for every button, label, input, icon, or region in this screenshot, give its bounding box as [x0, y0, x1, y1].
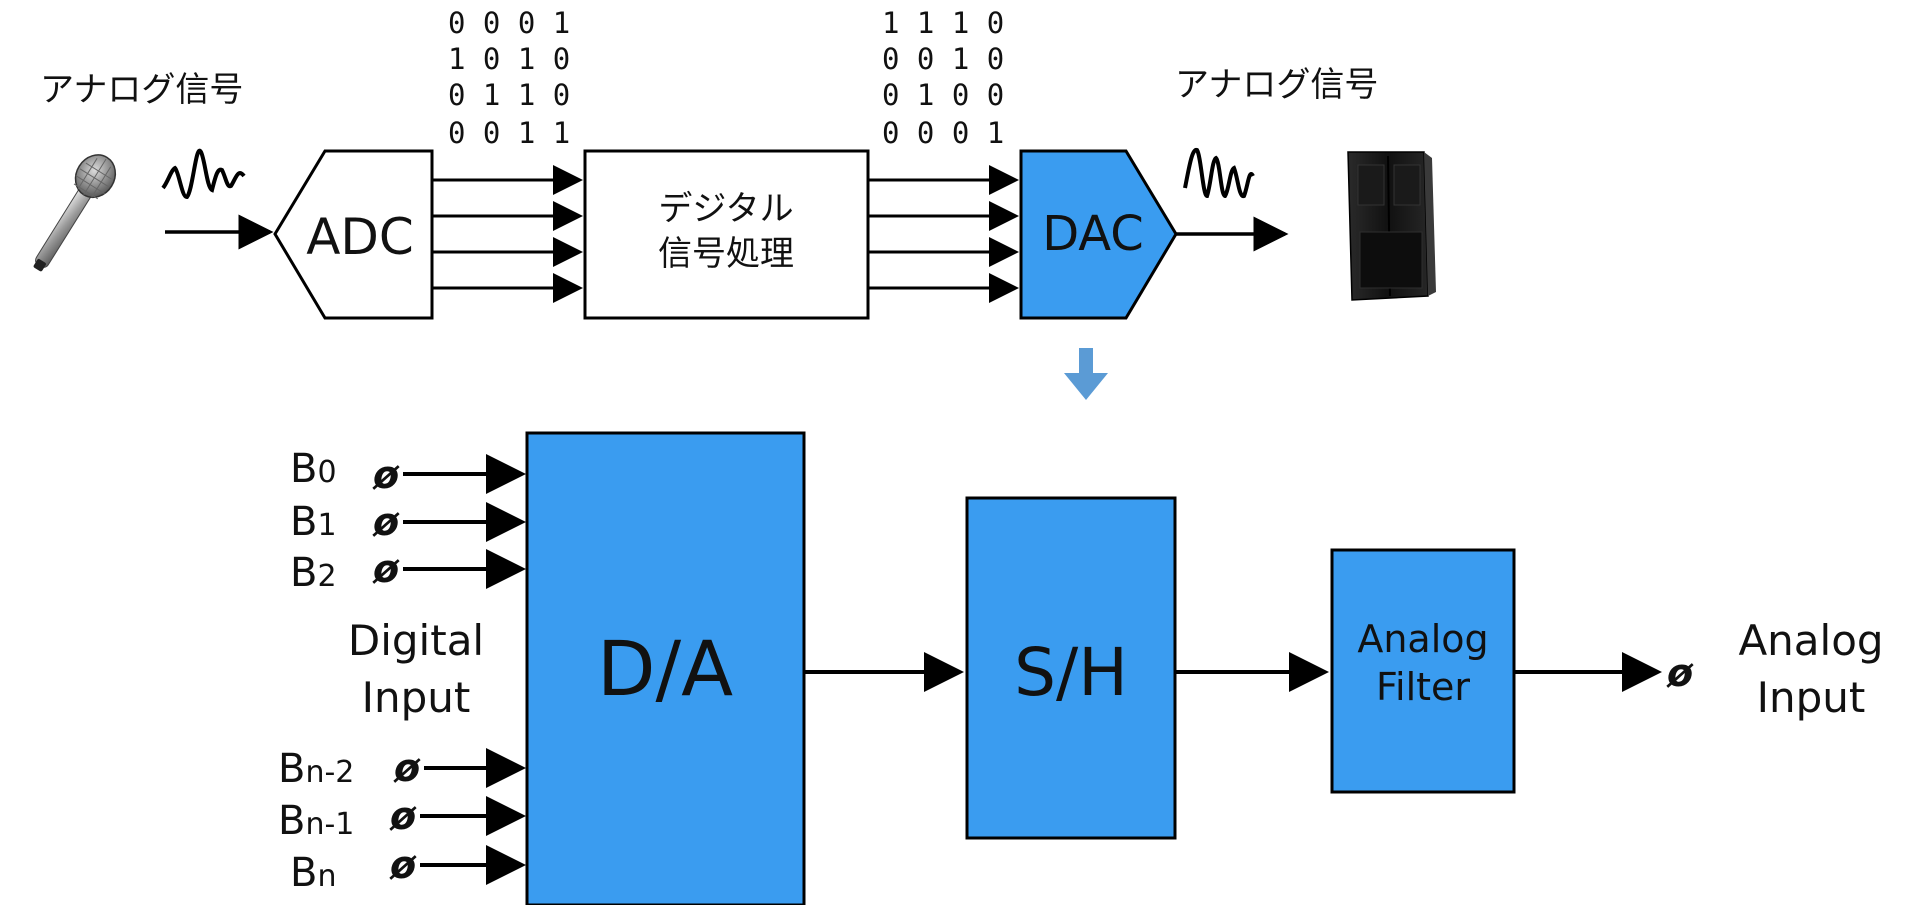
dsp-to-dac-bus	[868, 165, 1019, 303]
digital-input-caption-line2: Input	[362, 673, 471, 722]
bit-label: B2	[290, 550, 337, 596]
bit-label: Bn-2	[278, 746, 354, 792]
bit-input-bn-2: Bn-2 ø	[278, 746, 526, 792]
adc-bits-row: 0 0 1 1	[448, 116, 570, 150]
bit-label: B1	[290, 499, 337, 545]
dsp-bits-row: 0 1 0 0	[882, 78, 1004, 112]
bit-label: Bn-1	[278, 798, 354, 844]
filter-label-line1: Analog	[1357, 617, 1488, 661]
dac-detail: B0 ø B1 ø B2 ø Digital Input Bn-2	[278, 431, 1884, 905]
dsp-bits-row: 0 0 1 0	[882, 42, 1004, 76]
analog-output-waveform	[1183, 148, 1255, 199]
terminal-symbol: ø	[389, 794, 417, 838]
dac-block: DAC	[1019, 149, 1178, 320]
dsp-bits-row: 0 0 0 1	[882, 116, 1004, 150]
dsp-block: デジタル 信号処理	[583, 149, 870, 320]
bit-label: B0	[290, 446, 337, 492]
terminal-symbol: ø	[372, 500, 400, 544]
analog-input-waveform	[161, 148, 246, 199]
analog-output-label: アナログ信号	[1175, 65, 1378, 105]
dsp-output-bits: 1 1 1 0 0 0 1 0 0 1 0 0 0 0 0 1	[882, 6, 1004, 150]
filter-label-line2: Filter	[1376, 665, 1470, 709]
analog-output-caption-line2: Input	[1757, 673, 1866, 722]
bit-input-bn-1: Bn-1 ø	[278, 794, 526, 844]
terminal-symbol: ø	[372, 453, 400, 497]
sh-label: S/H	[1014, 634, 1128, 711]
top-chain: アナログ信号 ADC 0 0 0 1 1 0 1 0 0 1 1 0 0 0 1…	[33, 6, 1436, 400]
bit-label: Bn	[290, 850, 336, 896]
terminal-symbol: ø	[372, 547, 400, 591]
analog-filter-block: Analog Filter	[1330, 548, 1516, 794]
bit-input-b1: B1 ø	[290, 499, 526, 545]
adc-to-dsp-bus	[432, 165, 583, 303]
bit-input-b2: B2 ø	[290, 547, 526, 596]
terminal-symbol: ø	[389, 843, 417, 887]
microphone-icon	[33, 154, 117, 272]
da-block: D/A	[525, 431, 806, 905]
adc-output-bits: 0 0 0 1 1 0 1 0 0 1 1 0 0 0 1 1	[448, 6, 570, 150]
output-terminal-symbol: ø	[1666, 651, 1694, 695]
analog-input-label: アナログ信号	[40, 70, 243, 110]
adc-label: ADC	[306, 208, 414, 266]
terminal-symbol: ø	[393, 746, 421, 790]
dsp-label-line2: 信号処理	[658, 234, 794, 274]
analog-output-caption-line1: Analog	[1738, 616, 1883, 665]
sh-block: S/H	[965, 496, 1177, 840]
bit-input-b0: B0 ø	[290, 446, 526, 497]
dsp-bits-row: 1 1 1 0	[882, 6, 1004, 40]
dsp-label-line1: デジタル	[658, 189, 793, 229]
adc-block: ADC	[273, 149, 434, 320]
digital-input-caption-line1: Digital	[348, 616, 484, 665]
speaker-icon	[1347, 151, 1436, 301]
zoom-down-arrow	[1064, 348, 1108, 400]
adc-bits-row: 0 0 0 1	[448, 6, 570, 40]
adc-bits-row: 1 0 1 0	[448, 42, 570, 76]
adc-bits-row: 0 1 1 0	[448, 78, 570, 112]
bit-input-bn: Bn ø	[290, 843, 526, 896]
da-label: D/A	[597, 624, 733, 713]
dac-label: DAC	[1042, 206, 1144, 262]
